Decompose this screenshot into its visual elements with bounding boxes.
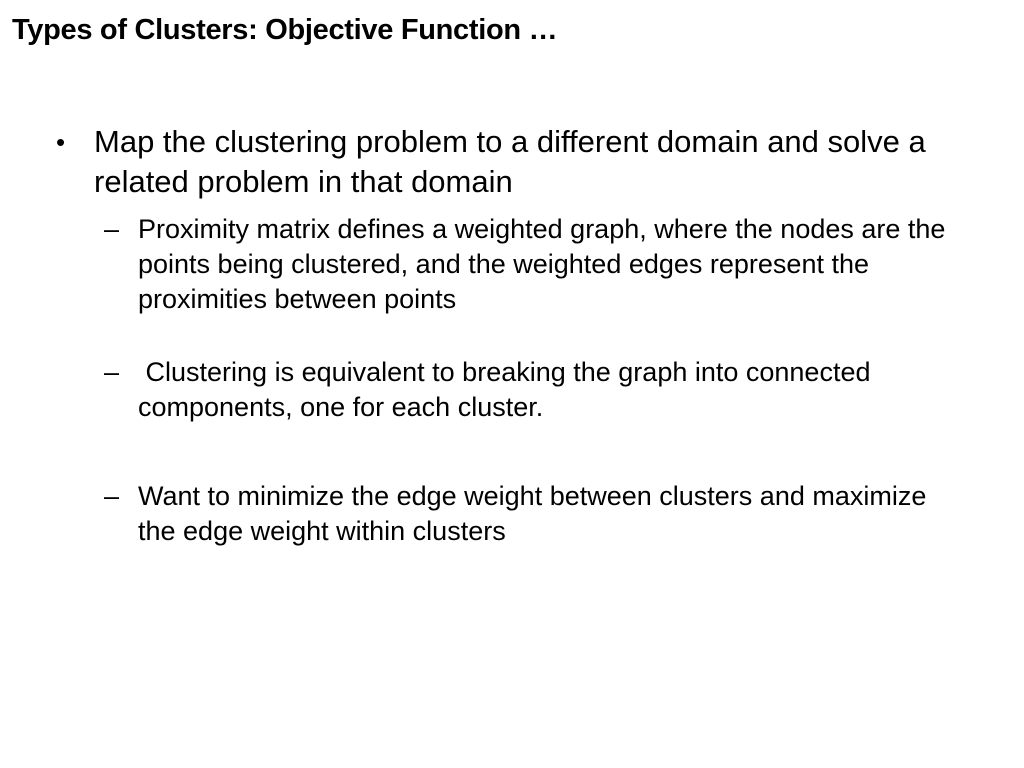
bullet-text: Map the clustering problem to a differen… bbox=[94, 124, 926, 199]
sub-bullet-text: Proximity matrix defines a weighted grap… bbox=[138, 214, 946, 314]
sub-bullet-text: Want to minimize the edge weight between… bbox=[138, 481, 927, 546]
bullet-dot-icon: • bbox=[56, 127, 66, 157]
dash-icon: – bbox=[104, 214, 120, 244]
sub-bullet-item: – Clustering is equivalent to breaking t… bbox=[104, 355, 976, 425]
sub-bullet-text: Clustering is equivalent to breaking the… bbox=[138, 357, 878, 422]
dash-icon: – bbox=[104, 481, 120, 511]
slide-content: • Map the clustering problem to a differ… bbox=[56, 122, 976, 549]
sub-bullet-list: – Proximity matrix defines a weighted gr… bbox=[104, 212, 976, 549]
sub-bullet-item: – Proximity matrix defines a weighted gr… bbox=[104, 212, 976, 317]
dash-icon: – bbox=[104, 357, 120, 387]
sub-bullet-item: – Want to minimize the edge weight betwe… bbox=[104, 479, 976, 549]
slide-title: Types of Clusters: Objective Function … bbox=[12, 14, 558, 46]
bullet-item: • Map the clustering problem to a differ… bbox=[56, 122, 976, 202]
